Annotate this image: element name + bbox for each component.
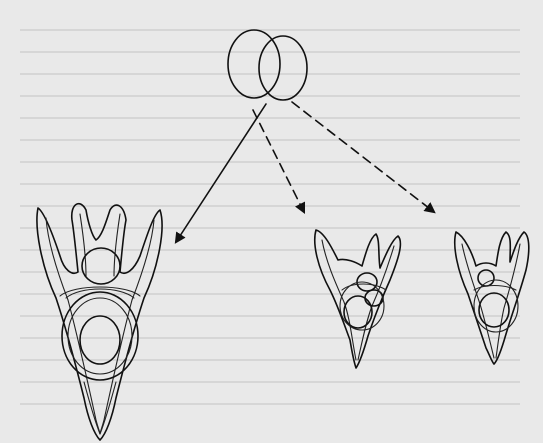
diagram-svg — [0, 0, 543, 443]
figure-canvas — [0, 0, 543, 443]
